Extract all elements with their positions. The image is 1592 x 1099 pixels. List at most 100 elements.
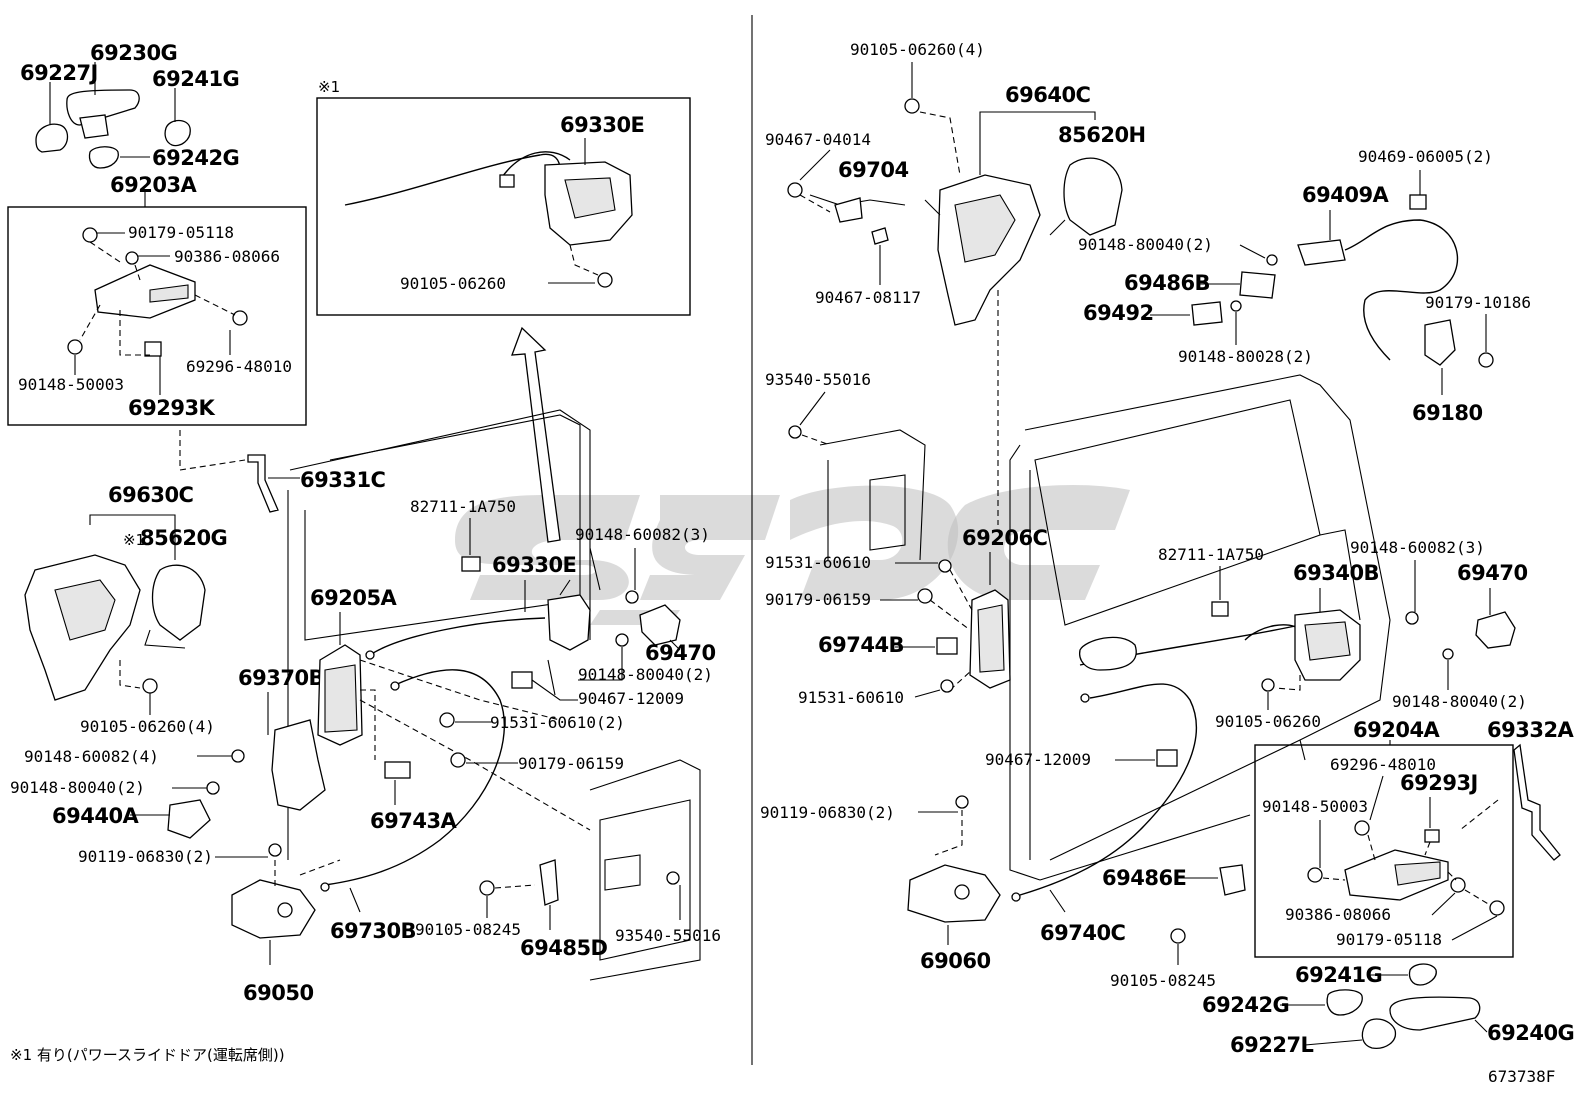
label-69740C: 69740C — [1040, 921, 1126, 945]
label-69242G: 69242G — [152, 146, 239, 170]
label-69296-48010-right: 69296-48010 — [1330, 755, 1436, 774]
label-90469-06005-2: 90469-06005(2) — [1358, 147, 1493, 166]
label-69241G-right: 69241G — [1295, 963, 1382, 987]
label-69630C: 69630C — [108, 483, 194, 507]
label-69485D: 69485D — [520, 936, 608, 960]
label-93540-55016-left: 93540-55016 — [615, 926, 721, 945]
label-69332A: 69332A — [1487, 718, 1575, 742]
label-69242G-right: 69242G — [1202, 993, 1289, 1017]
label-90105-08245-left: 90105-08245 — [415, 920, 521, 939]
label-69230G: 69230G — [90, 41, 177, 65]
label-91531-60610-right-a: 91531-60610 — [765, 553, 871, 572]
door-lock-left-small — [547, 579, 591, 651]
label-69730B: 69730B — [330, 919, 416, 943]
label-69180: 69180 — [1412, 401, 1483, 425]
label-69486E: 69486E — [1102, 866, 1186, 890]
outside-handle-in-door — [1079, 636, 1137, 703]
outside-handle-right — [1361, 996, 1481, 1049]
inside-handle-frame-right — [1307, 820, 1505, 916]
label-69470-left: 69470 — [645, 641, 716, 665]
label-69241G: 69241G — [152, 67, 239, 91]
sliding-door-outline-left — [287, 409, 701, 981]
label-69492: 69492 — [1083, 301, 1154, 325]
door-lock-actuator-right — [1079, 609, 1361, 692]
label-90467-12009-right: 90467-12009 — [985, 750, 1091, 769]
label-69227J: 69227J — [20, 61, 98, 85]
figure-id: 673738F — [1488, 1067, 1555, 1086]
label-91531-60610-right-b: 91531-60610 — [798, 688, 904, 707]
label-90148-50003-right: 90148-50003 — [1262, 797, 1368, 816]
slide-door-lock-assembly — [24, 554, 206, 701]
label-90105-06260-4-right: 90105-06260(4) — [850, 40, 985, 59]
box-marker-note: ※1 — [318, 78, 340, 96]
label-69330E-box: 69330E — [560, 113, 644, 137]
sliding-door-outline-right — [1009, 374, 1391, 881]
outside-handle-assembly-left — [35, 89, 191, 169]
direction-arrow — [511, 326, 561, 543]
label-93540-55016-right: 93540-55016 — [765, 370, 871, 389]
label-85620G: 85620G — [140, 526, 227, 550]
handle-subassembly-box-left — [7, 206, 307, 426]
slide-door-lock-right — [924, 157, 1123, 326]
label-69486B: 69486B — [1124, 271, 1210, 295]
label-69744B: 69744B — [818, 633, 904, 657]
label-90467-08117: 90467-08117 — [815, 288, 921, 307]
marker-85620G: ※1 — [123, 531, 145, 549]
label-69060: 69060 — [920, 949, 991, 973]
door-lock-actuator-box — [344, 151, 633, 288]
label-90119-06830-2-right: 90119-06830(2) — [760, 803, 895, 822]
label-69227L: 69227L — [1230, 1033, 1314, 1057]
inside-handle-frame-left — [67, 227, 248, 357]
label-90148-80040-2-mid: 90148-80040(2) — [578, 665, 713, 684]
label-90179-06159-right: 90179-06159 — [765, 590, 871, 609]
label-90119-06830-2-left: 90119-06830(2) — [78, 847, 213, 866]
label-90148-80028-2: 90148-80028(2) — [1178, 347, 1313, 366]
label-90148-80040-2-left: 90148-80040(2) — [10, 778, 145, 797]
label-69440A: 69440A — [52, 804, 140, 828]
label-69293J: 69293J — [1400, 771, 1478, 795]
slide-door-lower-hinge-right — [907, 864, 1001, 923]
label-69743A: 69743A — [370, 809, 458, 833]
lock-link-rod — [787, 182, 906, 245]
label-90105-06260-4-left: 90105-06260(4) — [80, 717, 215, 736]
label-90148-60082-3-left: 90148-60082(3) — [575, 525, 710, 544]
label-69370B: 69370B — [238, 666, 324, 690]
label-82711-1A750-right: 82711-1A750 — [1158, 545, 1264, 564]
label-90105-06260-right: 90105-06260 — [1215, 712, 1321, 731]
label-69470-right: 69470 — [1457, 561, 1528, 585]
label-90148-60082-4: 90148-60082(4) — [24, 747, 159, 766]
label-90179-05118: 90179-05118 — [128, 223, 234, 242]
label-85620H: 85620H — [1058, 123, 1146, 147]
label-69409A: 69409A — [1302, 183, 1390, 207]
label-69331C: 69331C — [300, 468, 386, 492]
label-90467-04014: 90467-04014 — [765, 130, 871, 149]
label-69330E-left: 69330E — [492, 553, 576, 577]
label-82711-1A750-left: 82711-1A750 — [410, 497, 516, 516]
label-69206C: 69206C — [962, 526, 1048, 550]
label-90179-10186: 90179-10186 — [1425, 293, 1531, 312]
footnote: ※1 有り(パワースライドドア(運転席側)) — [10, 1046, 285, 1064]
label-90105-06260-box: 90105-06260 — [400, 274, 506, 293]
label-69704: 69704 — [838, 158, 909, 182]
label-90386-08066-right: 90386-08066 — [1285, 905, 1391, 924]
label-90148-60082-3-right: 90148-60082(3) — [1350, 538, 1485, 557]
inside-handle-bracket — [317, 644, 411, 779]
label-69205A: 69205A — [310, 586, 398, 610]
power-door-lock-box — [316, 97, 691, 316]
label-69240G: 69240G — [1487, 1021, 1574, 1045]
label-91531-60610-2: 91531-60610(2) — [490, 713, 625, 732]
door-opening-cable-top — [1297, 219, 1494, 368]
label-90148-80040-2-right: 90148-80040(2) — [1392, 692, 1527, 711]
cable-assembly-left — [320, 617, 546, 892]
lock-control-bracket — [167, 719, 326, 839]
body-pillar-right — [819, 429, 926, 561]
label-69296-48010: 69296-48010 — [186, 357, 292, 376]
label-69640C: 69640C — [1005, 83, 1091, 107]
label-69050: 69050 — [243, 981, 314, 1005]
label-90105-08245-right: 90105-08245 — [1110, 971, 1216, 990]
label-69340B: 69340B — [1293, 561, 1379, 585]
inside-handle-bracket-right — [969, 589, 1011, 689]
handle-subassembly-box-right — [1254, 744, 1514, 958]
label-69293K: 69293K — [128, 396, 216, 420]
